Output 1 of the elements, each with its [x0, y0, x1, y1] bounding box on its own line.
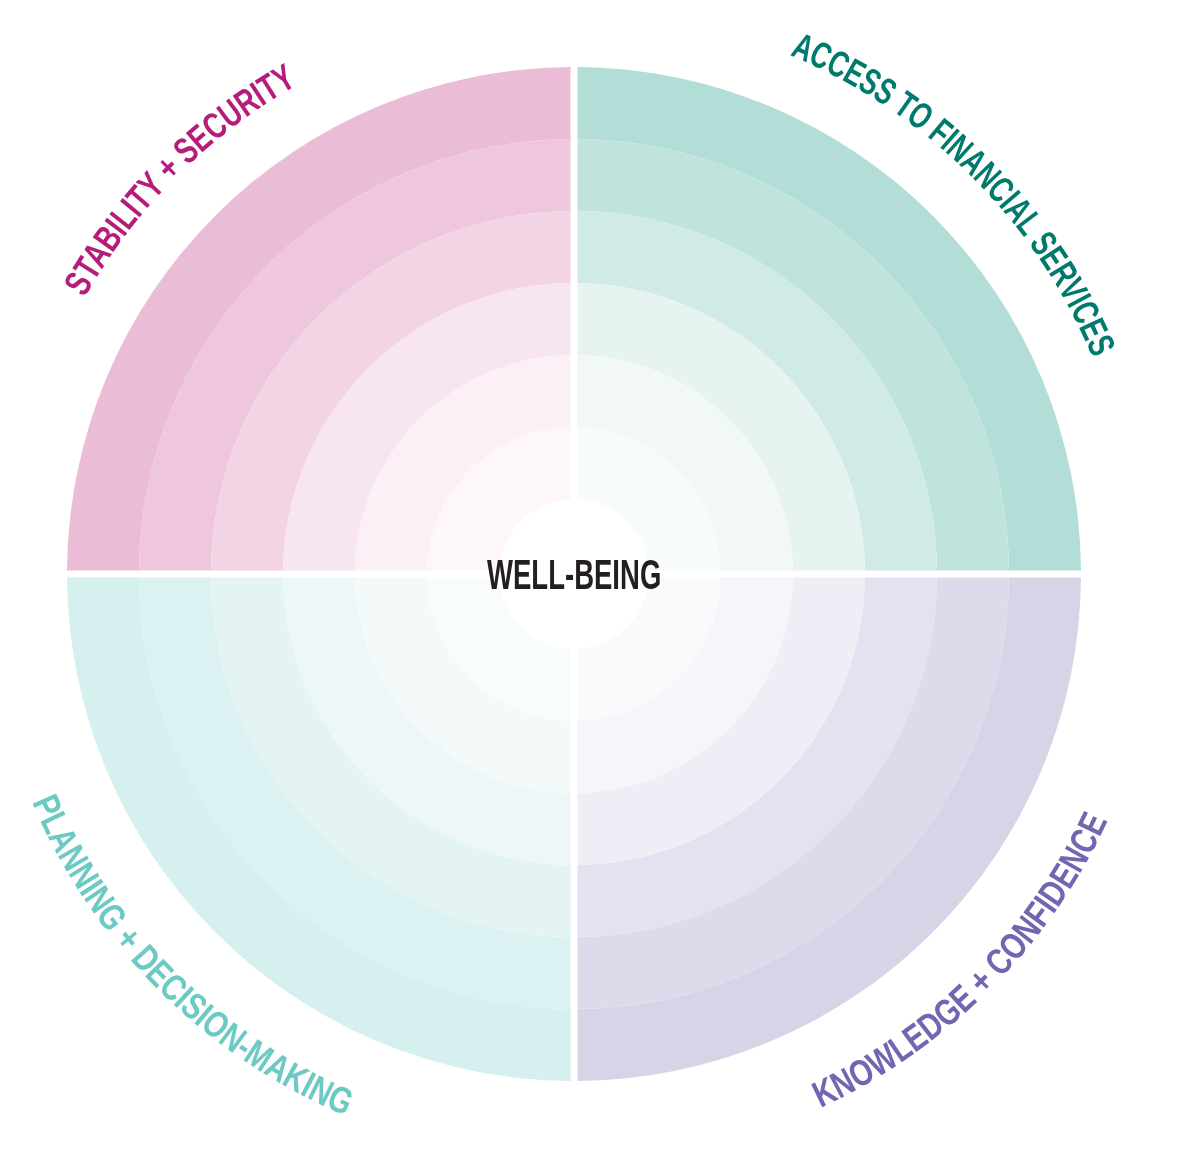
center-label: WELL-BEING [486, 552, 662, 596]
